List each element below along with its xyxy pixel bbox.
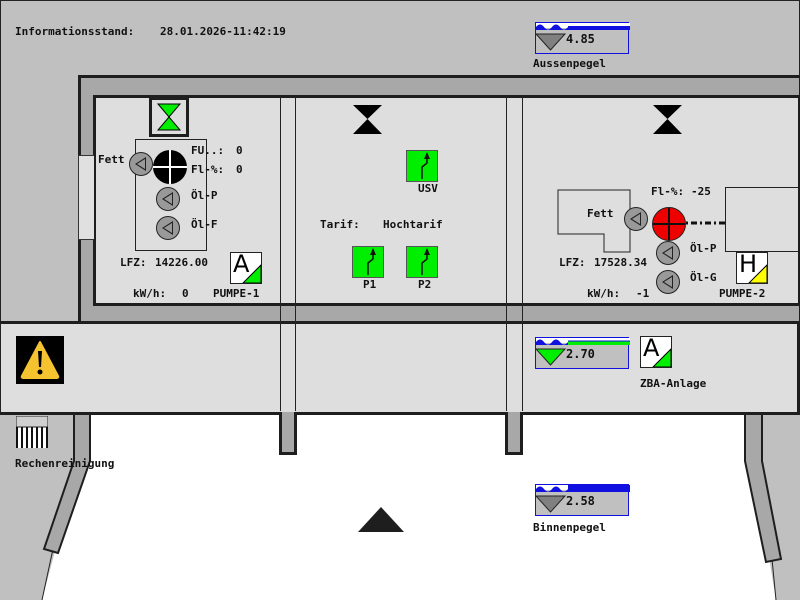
pump1-oel-p-motor-icon[interactable] bbox=[156, 187, 180, 211]
pump1-fl-value: 0 bbox=[236, 163, 243, 176]
pump2-mode-letter: H bbox=[739, 252, 758, 278]
rechen-label: Rechenreinigung bbox=[15, 457, 115, 470]
pump2-kwh-value: -1 bbox=[636, 287, 650, 300]
binnenpegel-value: 2.58 bbox=[566, 494, 595, 508]
pump2-mode-button[interactable]: H bbox=[736, 252, 768, 284]
pump2-fl-label: Fl-%: bbox=[651, 185, 685, 198]
binnenpegel-label: Binnenpegel bbox=[533, 521, 606, 534]
mode-indicator-icon bbox=[242, 264, 261, 283]
p2-switch[interactable] bbox=[406, 246, 438, 278]
info-label: Informationsstand: bbox=[15, 25, 135, 38]
shaft-line bbox=[295, 95, 296, 411]
zba-label: ZBA-Anlage bbox=[640, 377, 707, 390]
pump1-fl-label: Fl-%: bbox=[191, 163, 225, 176]
pump1-oel-f-motor-icon[interactable] bbox=[156, 216, 180, 240]
water-level-icon bbox=[535, 338, 630, 366]
pump1-oel-f-label: Öl-F bbox=[191, 218, 218, 231]
pump1-housing bbox=[135, 139, 207, 251]
pump1-kwh-label: kW/h: bbox=[133, 287, 167, 300]
shaft-line bbox=[280, 95, 281, 411]
rechen-button[interactable] bbox=[15, 415, 49, 448]
aussenpegel-value: 4.85 bbox=[566, 32, 595, 46]
mode-indicator-icon bbox=[748, 264, 767, 283]
usv-label: USV bbox=[418, 182, 438, 195]
zba-gauge[interactable]: 2.70 bbox=[535, 337, 630, 369]
shaft-line bbox=[506, 95, 507, 411]
pump2-kwh-label: kW/h: bbox=[587, 287, 621, 300]
pump2-fett-motor-icon[interactable] bbox=[624, 207, 648, 231]
shaft-line bbox=[506, 321, 507, 411]
pillar bbox=[279, 412, 297, 455]
tarif-value: Hochtarif bbox=[383, 218, 443, 231]
switch-arrow-icon bbox=[421, 248, 430, 275]
pump2-name: PUMPE-2 bbox=[719, 287, 766, 300]
pump2-fett-label: Fett bbox=[587, 207, 614, 220]
pump2-oel-g-label: Öl-G bbox=[690, 271, 717, 284]
tarif-label: Tarif: bbox=[320, 218, 360, 231]
pump1-state-icon[interactable] bbox=[153, 150, 187, 184]
pump2-oel-g-motor-icon[interactable] bbox=[656, 270, 680, 294]
pump2-lfz-value: 17528.34 bbox=[594, 256, 647, 269]
pump2-fl-value: -25 bbox=[691, 185, 711, 198]
pump1-lfz-value: 14226.00 bbox=[155, 256, 208, 269]
pump2-lfz-label: LFZ: bbox=[559, 256, 586, 269]
p1-label: P1 bbox=[363, 278, 377, 291]
pump2-valve-icon[interactable] bbox=[652, 104, 684, 136]
water-level-icon bbox=[535, 23, 630, 51]
shaft-line bbox=[522, 95, 523, 411]
shaft-line bbox=[280, 321, 281, 411]
pump1-kwh-value: 0 bbox=[182, 287, 189, 300]
rake-icon bbox=[15, 415, 49, 448]
aussenpegel-label: Aussenpegel bbox=[533, 57, 606, 70]
middle-valve-icon[interactable] bbox=[352, 104, 384, 136]
pump1-fu-value: 0 bbox=[236, 144, 243, 157]
pump2-oel-p-motor-icon[interactable] bbox=[656, 241, 680, 265]
zba-mode-letter: A bbox=[643, 336, 660, 362]
pump1-fu-label: FU..: bbox=[191, 144, 225, 157]
pump1-lfz-label: LFZ: bbox=[120, 256, 147, 269]
pump1-mode-button[interactable]: A bbox=[230, 252, 262, 284]
control-band bbox=[0, 321, 800, 415]
info-timestamp: 28.01.2026-11:42:19 bbox=[160, 25, 286, 38]
aussenpegel-gauge[interactable]: 4.85 bbox=[535, 22, 630, 54]
flow-direction-icon bbox=[358, 507, 404, 532]
zba-mode-button[interactable]: A bbox=[640, 336, 672, 368]
mode-indicator-icon bbox=[652, 348, 671, 367]
pillar bbox=[505, 412, 523, 455]
pump2-shaft-line bbox=[686, 221, 726, 225]
zba-gauge-value: 2.70 bbox=[566, 347, 595, 361]
pump1-valve-box[interactable] bbox=[149, 97, 189, 137]
pump2-oel-p-label: Öl-P bbox=[690, 242, 717, 255]
alarm-button[interactable] bbox=[16, 336, 64, 384]
usv-switch[interactable] bbox=[406, 150, 438, 182]
p1-switch[interactable] bbox=[352, 246, 384, 278]
pump1-oel-p-label: Öl-P bbox=[191, 189, 218, 202]
pump2-fett-tank bbox=[557, 189, 631, 253]
pump1-name: PUMPE-1 bbox=[213, 287, 260, 300]
valve-icon bbox=[156, 103, 182, 131]
shaft-line bbox=[522, 321, 523, 411]
p2-label: P2 bbox=[418, 278, 432, 291]
station-door bbox=[78, 155, 94, 240]
shaft-line bbox=[295, 321, 296, 411]
pump2-state-icon[interactable] bbox=[652, 207, 686, 241]
pump2-motor-housing bbox=[725, 187, 798, 252]
switch-arrow-icon bbox=[421, 152, 430, 179]
pump1-fett-label: Fett bbox=[98, 153, 125, 166]
switch-arrow-icon bbox=[367, 248, 376, 275]
warning-icon bbox=[20, 341, 60, 379]
pump-station-inner bbox=[93, 95, 800, 306]
basin bbox=[0, 409, 800, 600]
pump1-mode-letter: A bbox=[233, 252, 250, 278]
pump1-fett-motor-icon[interactable] bbox=[129, 152, 153, 176]
binnenpegel-gauge[interactable]: 2.58 bbox=[535, 484, 630, 516]
water-level-icon bbox=[535, 485, 630, 513]
